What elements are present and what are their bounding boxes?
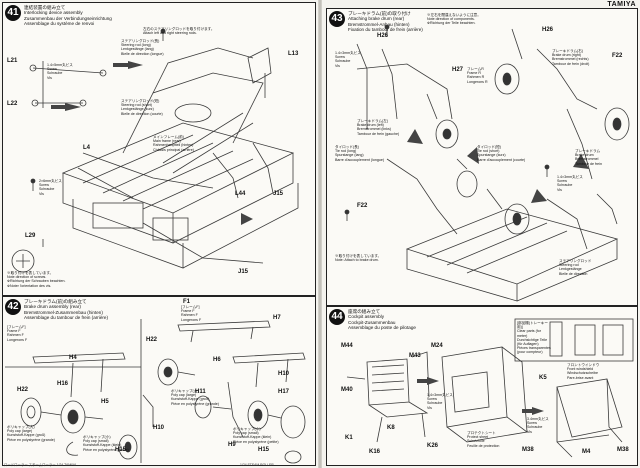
part-label-M43: M43 (409, 353, 421, 359)
step-44-note-screw-b: 3.4mm丸ビス Screw Schraube Vis (527, 417, 549, 434)
step-41-note-screw: 1.4×5mm丸ビス Screw Schraube Vis (47, 63, 73, 80)
part-label-H5: H5 (101, 399, 109, 405)
part-label-H26-b: H26 (542, 27, 554, 33)
step-41-diagram (11, 28, 299, 273)
step-43-note-steering-rod: ステアリングロッド Steering rod Lenkgestänge Biel… (559, 259, 592, 276)
step-43-diagram (344, 24, 630, 302)
part-label-M44: M44 (341, 343, 353, 349)
part-label-H6: H6 (213, 357, 221, 363)
step-43-number: 43 (329, 11, 345, 27)
part-label-L22: L22 (7, 101, 18, 107)
part-label-F1: F1 (183, 299, 191, 305)
step-42-diagram (5, 319, 306, 464)
step-43-note-drum-right: ブレーキドラム(右) Brake drum (right) Bremstromm… (552, 49, 590, 66)
step-43-title: ブレーキドラム(前)の取り付け Attaching brake drum (re… (348, 11, 423, 32)
step-43-note-tierod-long: タイロッド(長) Tie rod (long) Spurstange (lang… (335, 145, 385, 162)
part-label-M40: M40 (341, 387, 353, 393)
part-label-H4: H4 (69, 355, 77, 361)
step-41-note-direction: ※取り付けを表しています。 Note direction of screws. … (7, 271, 66, 288)
step-42-number: 42 (5, 299, 21, 315)
part-label-M38-a: M38 (522, 447, 534, 453)
step-42-note-polycap-small-a: ポリキャップ(小) Poly cap (small) Kunststoff-Ka… (83, 435, 129, 452)
step-41-note-main-frame: メインフレーム(前) Main frame (rear) Rahmenhaupt… (153, 135, 194, 152)
step-41-note-attach: 左右のステアリングロッドを取り付けます。 Attach left and rig… (143, 27, 215, 36)
step-43-note-screw-a: 1.4×3mm丸ビス Screw Schraube Vis (335, 51, 361, 68)
step-42-frame-note-1: [フレームF] Frame F Rahmen F Longerons F (7, 325, 28, 342)
part-label-M4: M4 (582, 449, 591, 455)
step-44-note-clear-parts: [部品棚(トレーキー用)] Clear parts (for meter) Du… (517, 321, 551, 355)
step-43-note-frame-r: フレームR Frame R Rahmen R Longerons R (467, 67, 488, 84)
step-44-note-screw-a: 1.4×3mm丸ビス Screw Schraube Vis (427, 393, 453, 410)
part-label-F22-b: F22 (612, 53, 623, 59)
step-41-note-steering-short: ステアリングロッド(短) Steering rod (short) Lenkge… (121, 99, 163, 116)
part-label-H27: H27 (452, 67, 464, 73)
part-label-H15-b: H15 (258, 447, 270, 453)
step-41-number: 41 (5, 5, 21, 21)
part-label-L13: L13 (288, 51, 299, 57)
step-41-panel: 41 連結装置の組み立て Interlocking device assembl… (2, 2, 316, 296)
part-label-L29: L29 (25, 233, 36, 239)
step-42-note-polycap-large-b: ポリキャップ(大) Poly cap (large) Kunststoff-Ka… (171, 389, 219, 406)
part-label-L21: L21 (7, 58, 18, 64)
part-label-K1: K1 (345, 435, 353, 441)
step-43-note-tierod-short: タイロッド(短) Tie rod (short) Spurstange (kur… (477, 145, 526, 162)
part-label-H26-a: H26 (377, 33, 389, 39)
step-41-note-steering-long: ステアリングロッド(長) Steering rod (long) Lenkges… (121, 39, 164, 56)
footer-right: 1/24 STEAM ROLLER (240, 463, 274, 467)
step-44-title: 座席の組み立て Cockpit assembly Cockpit-Zusamme… (348, 309, 416, 330)
step-43-note-drum-left: ブレーキドラム(左) Brake drum (left) Bremstromme… (357, 119, 400, 136)
step-44-diagram (346, 318, 634, 458)
part-label-L44: L44 (235, 191, 246, 197)
step-42-note-polycap-large-a: ポリキャップ(大) Poly cap (large) Kunststoff-Ka… (7, 425, 55, 442)
part-label-H22-a: H22 (17, 387, 29, 393)
step-42-frame-note-2: [フレームF] Frame F Rahmen F Longerons F (181, 305, 202, 322)
part-label-K8: K8 (387, 425, 395, 431)
part-label-H11: H11 (195, 389, 206, 395)
book-gutter (318, 0, 322, 468)
part-label-J15-upper: J15 (273, 191, 284, 197)
step-42-title: ブレーキドラム(前)の組み立て Brake drum assembly (rea… (24, 299, 109, 320)
step-44-note-windshield: フロントウインドウ Front windshield Windschutzsch… (567, 363, 600, 380)
step-41-title: 連結装置の組み立て Interlocking device assembly Z… (24, 5, 112, 26)
part-label-H10-b: H10 (278, 371, 290, 377)
part-label-K26: K26 (427, 443, 439, 449)
part-label-J15-lower: J15 (238, 269, 249, 275)
step-44-panel: 44 座席の組み立て Cockpit assembly Cockpit-Zusa… (326, 306, 638, 466)
part-label-H9: H9 (228, 442, 236, 448)
part-label-M38-b: M38 (617, 447, 629, 453)
step-43-note-attach: ※取り付けを表しています。 Note: Attach to brake drum… (335, 254, 382, 263)
part-label-H7: H7 (273, 315, 281, 321)
part-label-M24: M24 (431, 343, 443, 349)
step-43-note-drum: ブレーキドラム Brake drum Bremstrommel Tambour … (575, 149, 602, 166)
part-label-H15-a: H15 (115, 447, 127, 453)
step-41-note-screw-2: 2×6mm丸ビス Screw Schraube Vis (39, 179, 62, 196)
part-label-K5: K5 (539, 375, 547, 381)
part-label-H17: H17 (278, 389, 290, 395)
part-label-H10-a: H10 (153, 425, 165, 431)
step-43-note-screw-b: 1.4×3mm丸ビス Screw Schraube Vis (557, 175, 583, 192)
part-label-K16: K16 (369, 449, 381, 455)
step-43-panel: 43 ブレーキドラム(前)の取り付け Attaching brake drum … (326, 8, 638, 306)
step-44-note-protect-sheet: プロテクトシート Protect sheet Schutzfolie Feuil… (467, 431, 500, 448)
part-label-H22-b: H22 (146, 337, 158, 343)
step-44-number: 44 (329, 309, 345, 325)
step-42-panel: 42 ブレーキドラム(前)の組み立て Brake drum assembly (… (2, 296, 316, 466)
step-42-note-polycap-small-b: ポリキャップ(小) Poly cap (small) Kunststoff-Ka… (233, 427, 279, 444)
brand-logo: TAMIYA (607, 1, 636, 8)
part-label-F22-a: F22 (357, 203, 368, 209)
step-43-note-direction: ※左右を間違えないように注意。 Note direction of compon… (427, 13, 481, 26)
part-label-L4: L4 (83, 145, 91, 151)
footer-left: ロードローラー スチームローラー 1/24 TAMIYA (4, 463, 77, 467)
part-label-H16: H16 (57, 381, 69, 387)
